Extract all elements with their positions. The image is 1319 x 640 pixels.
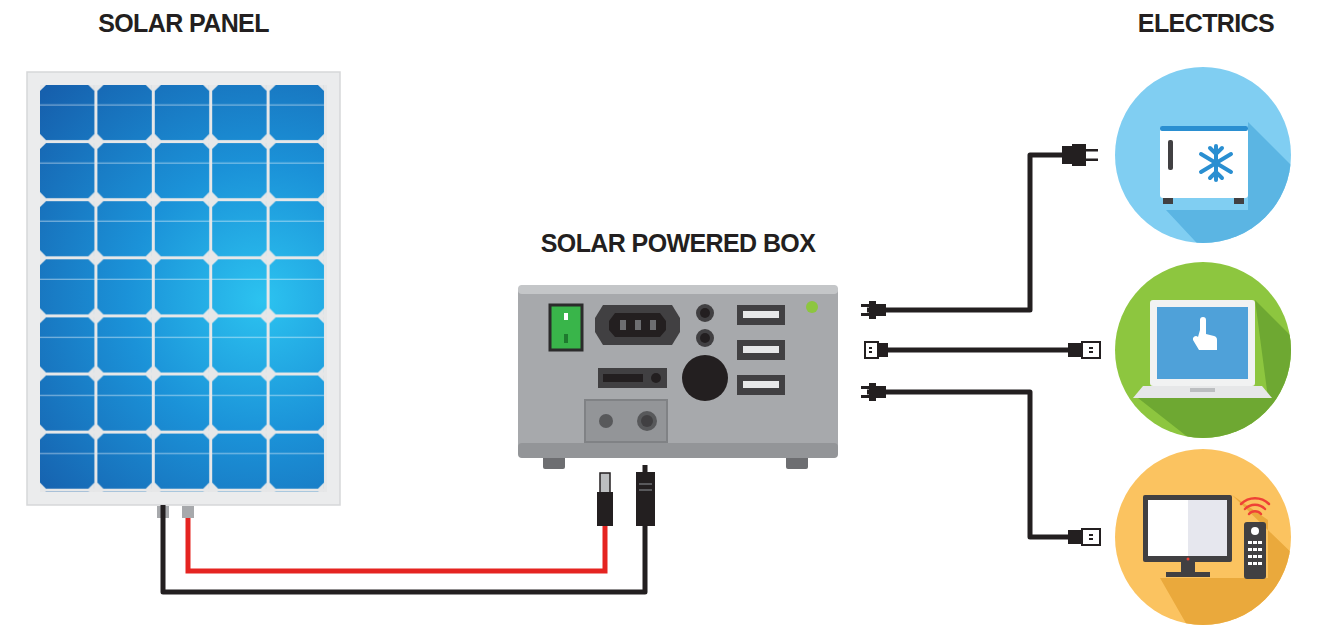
cable — [838, 155, 1100, 310]
solar-panel — [27, 72, 340, 518]
small-socket — [599, 414, 613, 428]
tv-icon — [1115, 449, 1319, 640]
switch-mark — [564, 313, 568, 320]
status-led — [806, 301, 818, 313]
mains-plug — [838, 382, 886, 402]
box-body — [518, 285, 838, 458]
fridge-handle — [1168, 140, 1173, 170]
box-top-edge — [518, 285, 838, 294]
panel-terminal — [182, 506, 194, 518]
device-box: SOLAR POWERED BOX — [518, 228, 838, 465]
panel-group: SOLAR PANEL — [27, 8, 340, 505]
cable — [163, 465, 645, 592]
switch-mark — [564, 334, 568, 343]
round-button — [696, 329, 714, 347]
usb-plug — [838, 340, 888, 360]
red-wire — [188, 518, 605, 571]
power-box — [518, 285, 838, 469]
usb-port — [737, 375, 785, 395]
usb-port — [737, 305, 785, 325]
mc4-plug — [636, 472, 655, 526]
mains-plug — [838, 300, 886, 320]
usb-plug — [1068, 529, 1100, 545]
heading-label: SOLAR PANEL — [98, 8, 269, 38]
cable — [838, 392, 1100, 537]
small-socket — [637, 411, 657, 431]
iec-socket — [595, 305, 680, 345]
snowflake — [1201, 146, 1231, 180]
device-group: ELECTRICS — [1100, 8, 1312, 630]
heading-label: SOLAR POWERED BOX — [541, 228, 816, 258]
pointer-hand — [1193, 317, 1217, 350]
remote — [1244, 522, 1266, 579]
iec-socket-inner — [609, 313, 666, 337]
heading-label: ELECTRICS — [1138, 8, 1274, 38]
laptop-screen — [1150, 300, 1255, 386]
dc-slot — [598, 368, 667, 388]
lower-panel — [585, 400, 667, 442]
fridge-body — [1160, 126, 1248, 198]
tv-stand — [1166, 572, 1210, 577]
round-socket — [682, 355, 728, 401]
solar-cells — [40, 85, 327, 492]
round-button — [696, 304, 714, 322]
box-bottom-edge — [518, 443, 838, 458]
wifi-signal — [1241, 498, 1269, 514]
power-switch — [550, 305, 582, 350]
usb-port — [737, 340, 785, 360]
dc-plug — [597, 473, 613, 526]
cell-grid — [40, 85, 327, 492]
tv-monitor — [1143, 495, 1232, 562]
mains-plug — [1062, 144, 1102, 166]
panel-frame — [27, 72, 340, 505]
laptop-base — [1133, 386, 1272, 398]
usb-plug — [1068, 342, 1100, 358]
